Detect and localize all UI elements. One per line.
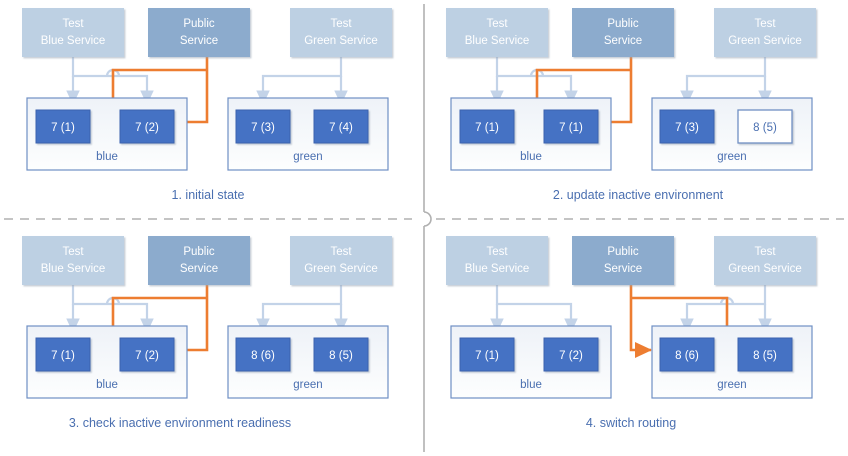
instance-label: 7 (3): [251, 122, 275, 134]
panel-2-test-blue-routing: [490, 57, 578, 105]
panel-4-test-blue-routing: [490, 285, 578, 333]
service-label-line2: Blue Service: [465, 263, 530, 275]
panel-3-test-blue-routing: [66, 285, 154, 333]
instance-label: 7 (2): [135, 350, 159, 362]
panel-3-green-instance-2: 8 (5): [313, 337, 369, 372]
service-label-line1: Public: [607, 246, 639, 258]
panel-4-test-blue-service: Test Blue Service: [446, 236, 548, 285]
service-label-line1: Test: [62, 246, 84, 258]
panel-2-public-service: Public Service: [572, 8, 674, 57]
panel-2-blue-instance-1: 7 (1): [459, 109, 515, 144]
panel-2-test-blue-service: Test Blue Service: [446, 8, 548, 57]
panel-1-green-instance-1: 7 (3): [235, 109, 291, 144]
instance-label: 8 (5): [753, 122, 777, 134]
service-label-line1: Public: [183, 18, 215, 30]
panel-3: blue 7 (1) 7 (2) green 8 (6) 8 (5) Test …: [22, 236, 392, 430]
service-label-line1: Test: [754, 18, 776, 30]
instance-label: 7 (3): [675, 122, 699, 134]
panel-4-blue-instance-2: 7 (2): [543, 337, 599, 372]
panel-2-green-instance-2-new: 8 (5): [737, 109, 793, 144]
instance-label: 8 (5): [753, 350, 777, 362]
service-label-line1: Test: [486, 18, 508, 30]
panel-4-public-service: Public Service: [572, 236, 674, 285]
panel-1-green-instance-2: 7 (4): [313, 109, 369, 144]
service-label-line1: Test: [754, 246, 776, 258]
instance-label: 7 (1): [475, 122, 499, 134]
service-label-line2: Blue Service: [41, 263, 106, 275]
panel-4-blue-instance-1: 7 (1): [459, 337, 515, 372]
panel-3-test-green-routing: [256, 285, 348, 333]
panel-2-blue-instance-2: 7 (1): [543, 109, 599, 144]
panel-2-green-instance-1: 7 (3): [659, 109, 715, 144]
panel-3-green-instance-1: 8 (6): [235, 337, 291, 372]
service-label-line1: Test: [486, 246, 508, 258]
service-label-line1: Public: [607, 18, 639, 30]
service-label-line1: Test: [330, 18, 352, 30]
service-label-line2: Blue Service: [465, 35, 530, 47]
panel-4: blue 7 (1) 7 (2) green 8 (6) 8 (5) Test …: [446, 236, 816, 430]
panel-dividers: [4, 4, 844, 452]
instance-label: 8 (6): [251, 350, 275, 362]
panel-1-blue-instance-2: 7 (2): [119, 109, 175, 144]
divider-crossing-jump-icon: [423, 211, 432, 227]
panel-4-green-instance-2: 8 (5): [737, 337, 793, 372]
panel-1-caption: 1. initial state: [172, 188, 245, 202]
panel-1: blue 7 (1) 7 (2) green 7 (3) 7 (4) Test …: [22, 8, 392, 202]
panel-3-test-blue-service: Test Blue Service: [22, 236, 124, 285]
panel-3-blue-instance-2: 7 (2): [119, 337, 175, 372]
panel-4-caption: 4. switch routing: [586, 416, 676, 430]
env-label-green: green: [717, 151, 746, 163]
panel-1-test-blue-service: Test Blue Service: [22, 8, 124, 57]
service-label-line1: Public: [183, 246, 215, 258]
instance-label: 7 (1): [559, 122, 583, 134]
service-label-line2: Green Service: [304, 35, 378, 47]
instance-label: 7 (1): [475, 350, 499, 362]
env-label-blue: blue: [520, 151, 542, 163]
instance-label: 8 (5): [329, 350, 353, 362]
panel-3-caption: 3. check inactive environment readiness: [69, 416, 291, 430]
service-label-line2: Service: [180, 35, 218, 47]
panel-2-test-green-routing: [680, 57, 772, 105]
instance-label: 8 (6): [675, 350, 699, 362]
service-label-line2: Service: [180, 263, 218, 275]
service-label-line2: Blue Service: [41, 35, 106, 47]
panel-1-public-service: Public Service: [148, 8, 250, 57]
panel-4-green-instance-1: 8 (6): [659, 337, 715, 372]
panel-4-test-green-service: Test Green Service: [714, 236, 816, 285]
panel-1-test-green-service: Test Green Service: [290, 8, 392, 57]
instance-label: 7 (2): [559, 350, 583, 362]
panel-1-blue-instance-1: 7 (1): [35, 109, 91, 144]
instance-label: 7 (1): [51, 122, 75, 134]
service-label-line2: Green Service: [728, 35, 802, 47]
panel-3-public-service: Public Service: [148, 236, 250, 285]
service-label-line1: Test: [62, 18, 84, 30]
panel-2-test-green-service: Test Green Service: [714, 8, 816, 57]
panel-1-test-green-routing: [256, 57, 348, 105]
panel-3-test-green-service: Test Green Service: [290, 236, 392, 285]
service-label-line2: Green Service: [728, 263, 802, 275]
env-label-blue: blue: [96, 379, 118, 391]
service-label-line1: Test: [330, 246, 352, 258]
panel-2-caption: 2. update inactive environment: [553, 188, 724, 202]
env-label-green: green: [293, 379, 322, 391]
service-label-line2: Green Service: [304, 263, 378, 275]
service-label-line2: Service: [604, 35, 642, 47]
instance-label: 7 (2): [135, 122, 159, 134]
env-label-blue: blue: [96, 151, 118, 163]
panel-3-blue-instance-1: 7 (1): [35, 337, 91, 372]
env-label-blue: blue: [520, 379, 542, 391]
env-label-green: green: [293, 151, 322, 163]
service-label-line2: Service: [604, 263, 642, 275]
instance-label: 7 (4): [329, 122, 353, 134]
env-label-green: green: [717, 379, 746, 391]
instance-label: 7 (1): [51, 350, 75, 362]
panel-2: blue 7 (1) 7 (1) green 7 (3) 8 (5) Test …: [446, 8, 816, 202]
panel-1-test-blue-routing: [66, 57, 154, 105]
